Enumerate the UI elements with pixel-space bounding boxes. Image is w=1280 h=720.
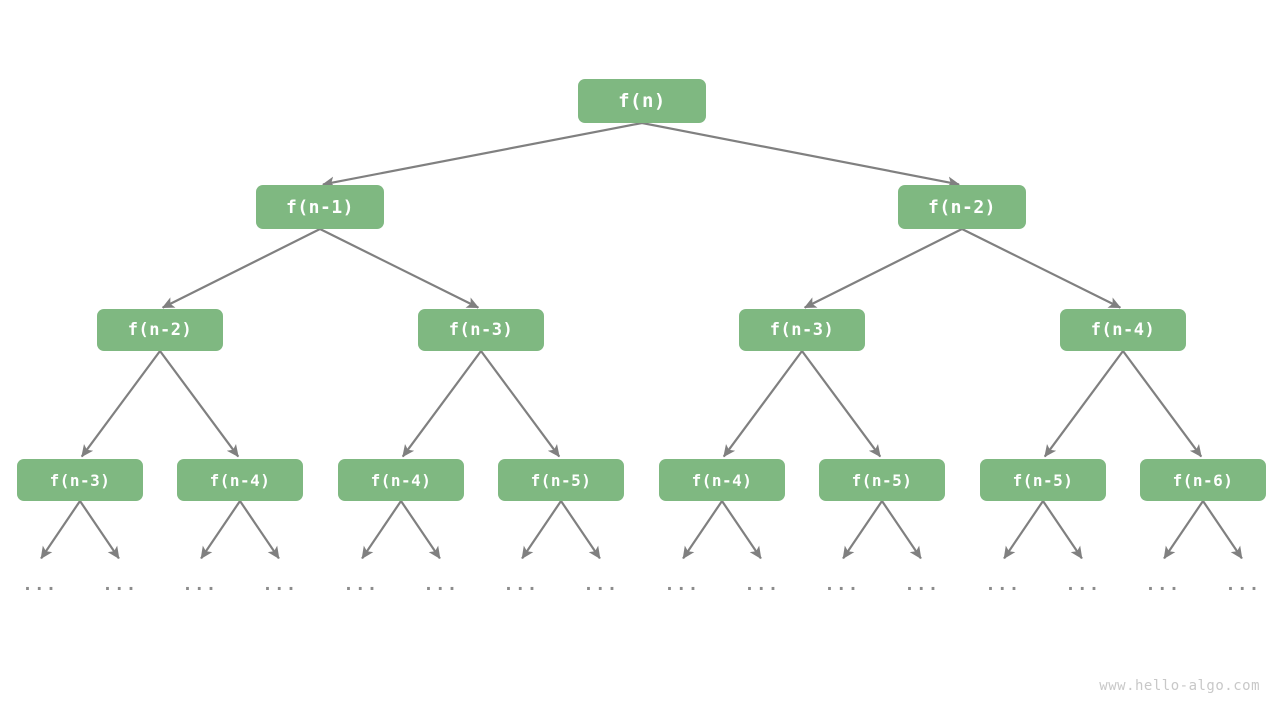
tree-node-n0[interactable]: f(n): [578, 79, 706, 123]
edge-arrow: [200, 500, 241, 560]
tree-node-label: f(n-1): [285, 196, 355, 218]
tree-node-label: f(n-3): [49, 470, 111, 490]
tree-node-n12[interactable]: f(n-5): [819, 459, 945, 501]
edge-arrow: [400, 500, 441, 560]
edge-arrow: [1003, 500, 1044, 560]
tree-node-n6[interactable]: f(n-4): [1060, 309, 1186, 351]
edge-arrow: [521, 500, 562, 560]
edge-arrow: [480, 350, 561, 458]
tree-node-n2[interactable]: f(n-2): [898, 185, 1026, 229]
edge-arrow: [682, 500, 723, 560]
edge-arrow: [161, 228, 321, 309]
edge-arrow: [159, 350, 240, 458]
edge-arrow: [361, 500, 402, 560]
tree-node-label: f(n-4): [691, 470, 753, 490]
ellipsis-marker: ...: [1145, 575, 1181, 595]
edge-arrow: [722, 350, 803, 458]
tree-node-n13[interactable]: f(n-5): [980, 459, 1106, 501]
edge-arrow: [80, 350, 161, 458]
tree-node-label: f(n-4): [370, 470, 432, 490]
ellipsis-marker: ...: [343, 575, 379, 595]
ellipsis-marker: ...: [985, 575, 1021, 595]
tree-node-n4[interactable]: f(n-3): [418, 309, 544, 351]
tree-node-label: f(n-3): [448, 320, 514, 340]
ellipsis-marker: ...: [664, 575, 700, 595]
tree-node-label: f(n-4): [1090, 320, 1156, 340]
tree-node-label: f(n-5): [530, 470, 592, 490]
tree-node-label: f(n-2): [927, 196, 997, 218]
edge-arrow: [1122, 350, 1203, 458]
tree-node-label: f(n): [618, 90, 666, 112]
edge-arrow: [721, 500, 762, 560]
tree-node-label: f(n-4): [209, 470, 271, 490]
edge-arrow: [641, 121, 960, 188]
edge-arrow: [322, 121, 643, 188]
ellipsis-marker: ...: [102, 575, 138, 595]
tree-node-label: f(n-5): [1012, 470, 1074, 490]
tree-node-n14[interactable]: f(n-6): [1140, 459, 1266, 501]
edge-arrow: [40, 500, 81, 560]
ellipsis-marker: ...: [423, 575, 459, 595]
tree-node-label: f(n-2): [127, 320, 193, 340]
edge-arrow: [961, 228, 1122, 309]
tree-node-n5[interactable]: f(n-3): [739, 309, 865, 351]
tree-node-n10[interactable]: f(n-5): [498, 459, 624, 501]
ellipsis-marker: ...: [1065, 575, 1101, 595]
tree-node-label: f(n-5): [851, 470, 913, 490]
edge-arrow: [842, 500, 883, 560]
tree-node-n9[interactable]: f(n-4): [338, 459, 464, 501]
edge-arrow: [319, 228, 480, 309]
tree-node-n7[interactable]: f(n-3): [17, 459, 143, 501]
watermark: www.hello-algo.com: [1099, 678, 1260, 694]
edge-arrow: [79, 500, 120, 560]
tree-node-n1[interactable]: f(n-1): [256, 185, 384, 229]
ellipsis-marker: ...: [503, 575, 539, 595]
ellipsis-marker: ...: [1225, 575, 1261, 595]
ellipsis-marker: ...: [22, 575, 58, 595]
tree-node-n11[interactable]: f(n-4): [659, 459, 785, 501]
edge-arrow: [1043, 350, 1124, 458]
ellipsis-marker: ...: [262, 575, 298, 595]
edge-arrow: [881, 500, 922, 560]
ellipsis-marker: ...: [824, 575, 860, 595]
edge-arrow: [560, 500, 601, 560]
edge-arrow: [1042, 500, 1083, 560]
tree-node-n3[interactable]: f(n-2): [97, 309, 223, 351]
tree-node-label: f(n-6): [1172, 470, 1234, 490]
ellipsis-marker: ...: [904, 575, 940, 595]
ellipsis-marker: ...: [182, 575, 218, 595]
edge-arrow: [1202, 500, 1243, 560]
edge-arrow: [401, 350, 482, 458]
tree-node-label: f(n-3): [769, 320, 835, 340]
edge-arrow: [803, 228, 963, 309]
ellipsis-marker: ...: [583, 575, 619, 595]
edge-arrow: [801, 350, 882, 458]
edge-arrow: [239, 500, 280, 560]
ellipsis-marker: ...: [744, 575, 780, 595]
tree-node-n8[interactable]: f(n-4): [177, 459, 303, 501]
edge-arrow: [1163, 500, 1204, 560]
